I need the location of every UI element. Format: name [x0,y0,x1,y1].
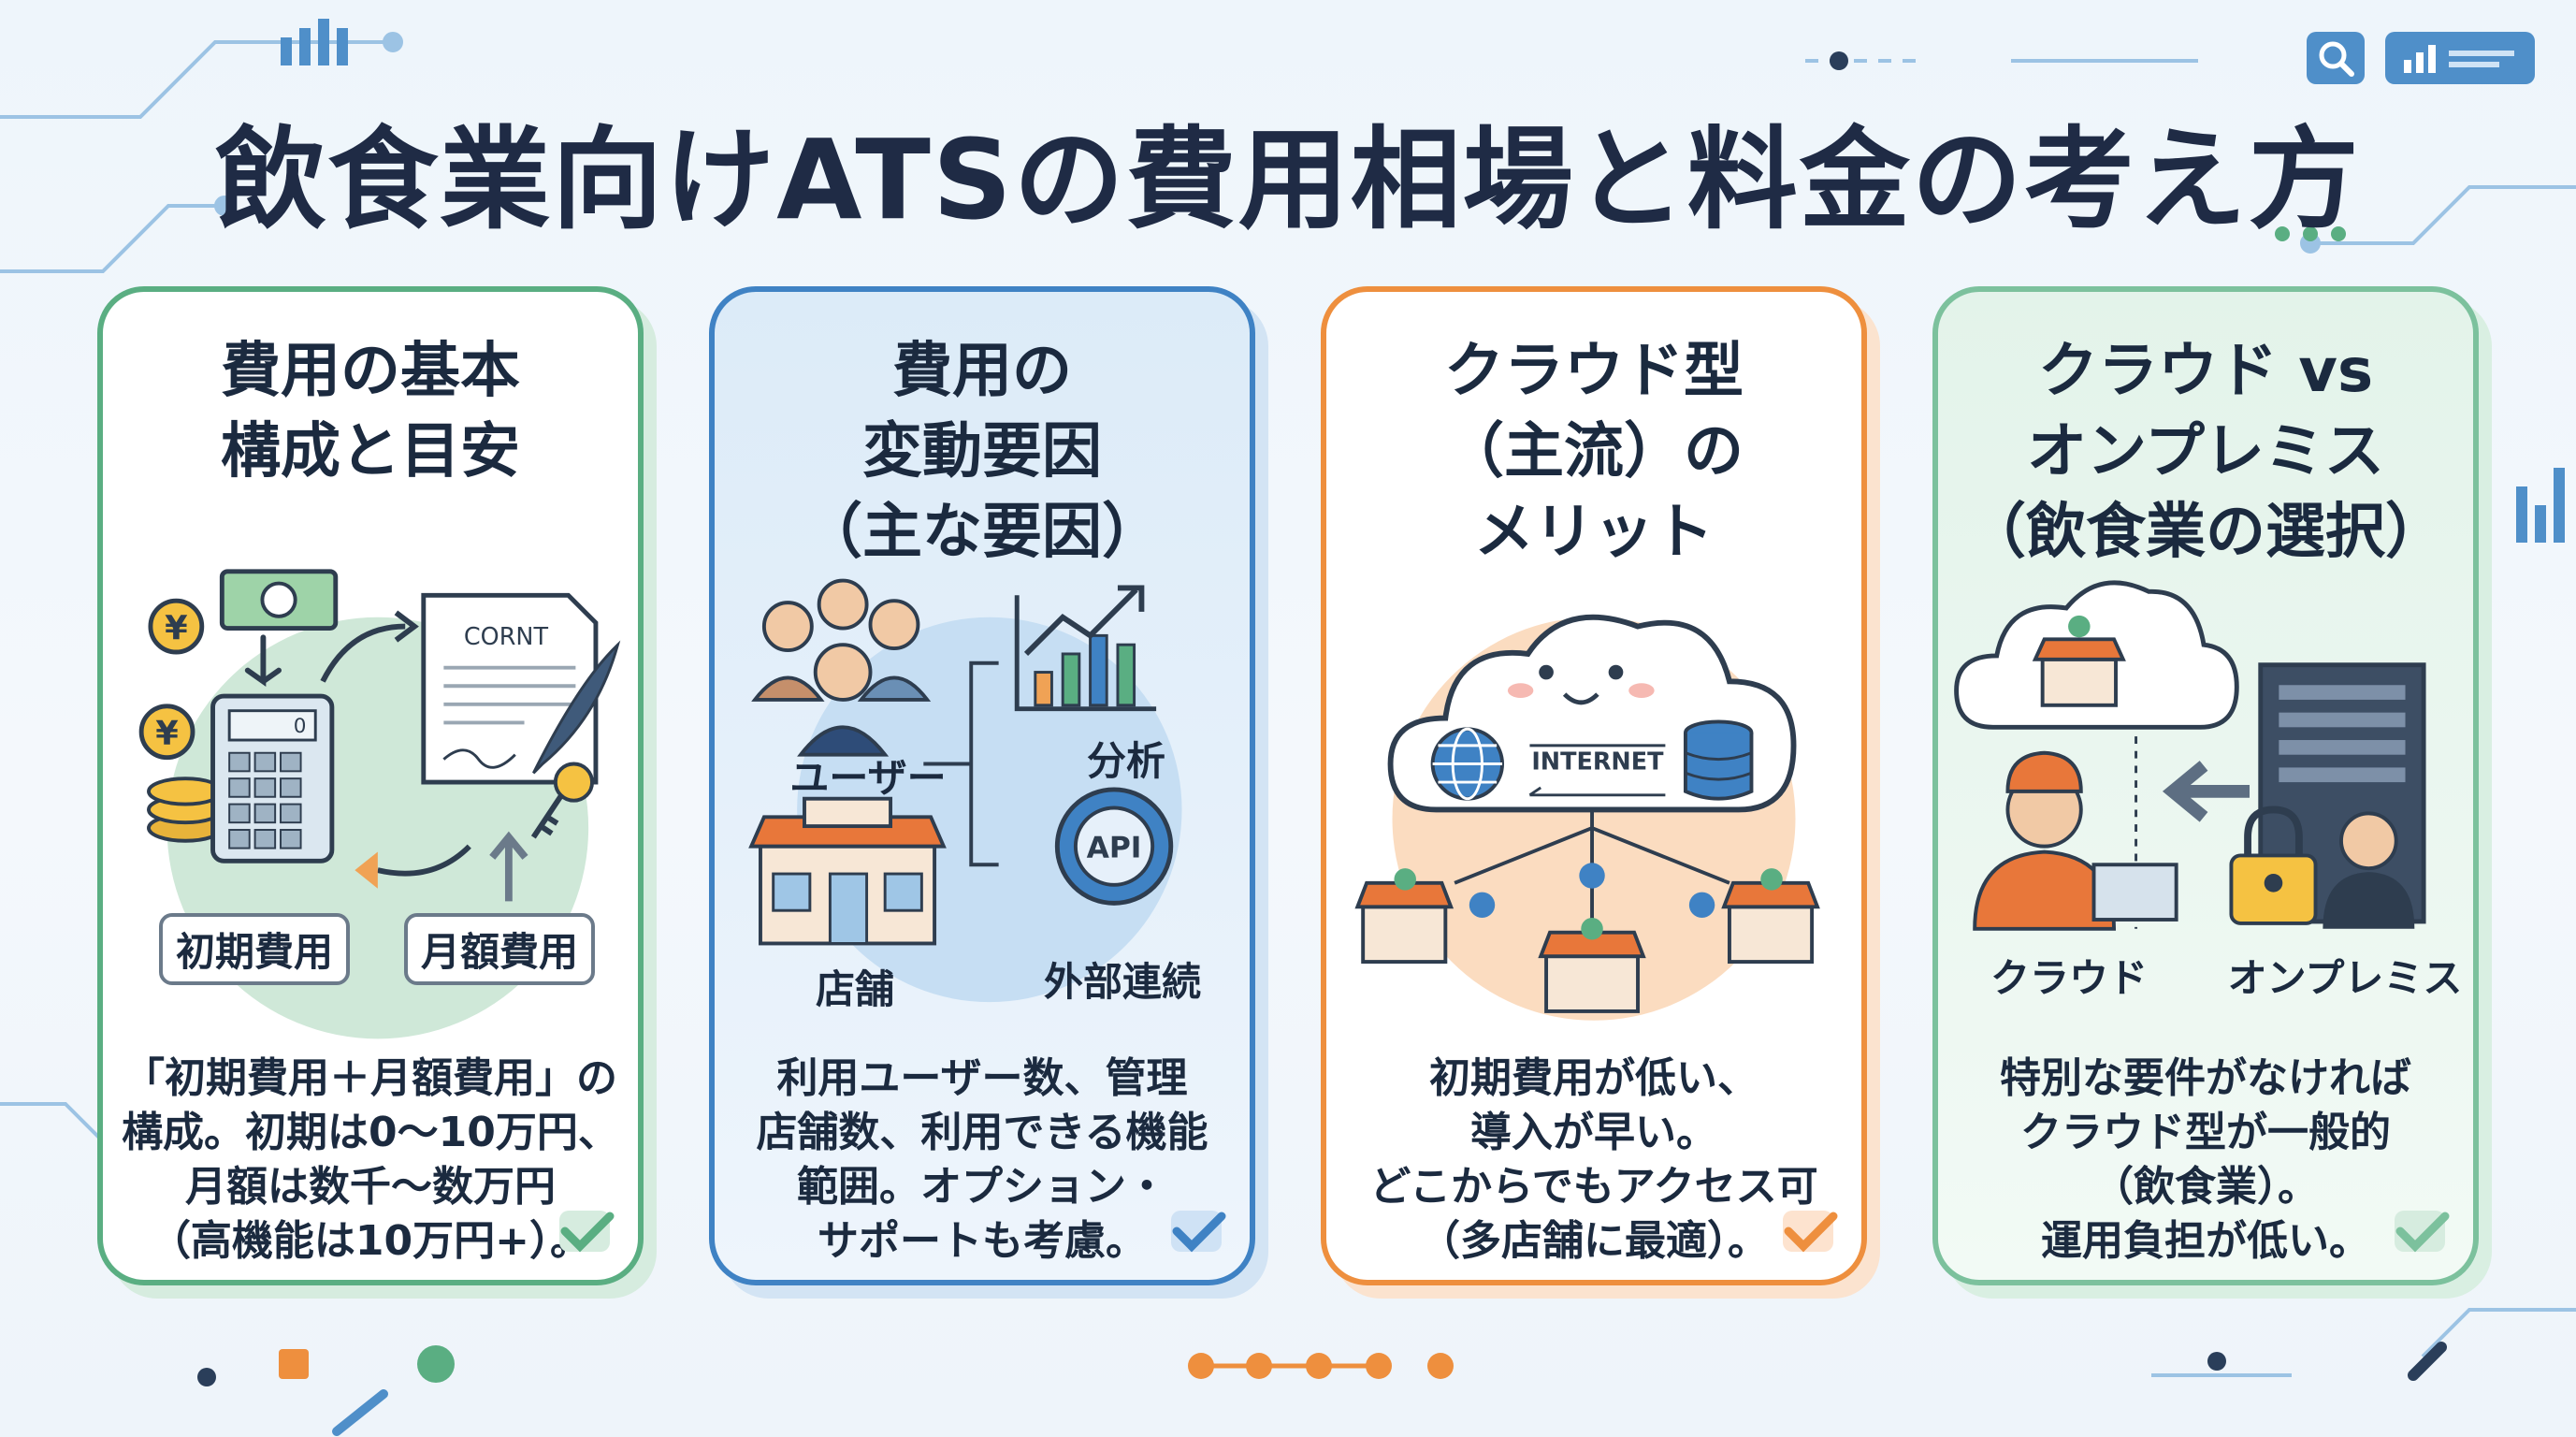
coin-icon: ¥ ¥ [138,598,224,843]
card-cloud-vs-onprem: クラウド vs オンプレミス （飲食業の選択） クラウド オンプレミス 特別な [1932,286,2479,1285]
banknote-icon [219,569,339,631]
card-title: クラウド vs オンプレミス （飲食業の選択） [1966,337,2445,567]
chef-person-icon [1973,750,2117,931]
key-icon [530,762,594,839]
card-cost-factors: 費用の 変動要因 （主な要因） [709,286,1255,1285]
card-body: 「初期費用＋月額費用」の 構成。初期は0〜10万円、 月額は数千〜数万円 （高機… [122,1054,619,1265]
store-icon [748,796,947,946]
check-icon [2395,1211,2450,1253]
label-stores: 店舗 [815,966,894,1012]
label-analytics: 分析 [1086,738,1165,784]
check-icon [1783,1211,1838,1253]
search-icon[interactable] [2307,32,2365,84]
card-cloud-benefits: クラウド型 （主流）の メリット INTERNET 初期費用が低い、 導入 [1321,286,1867,1285]
label-external: 外部連続 [1043,959,1201,1005]
card-title: 費用の 変動要因 （主な要因） [803,337,1162,567]
growth-chart-icon [1014,585,1157,712]
svg-text:¥: ¥ [165,609,188,647]
people-icon [751,578,932,757]
tag-monthly-cost: 月額費用 [404,913,596,985]
label-onpremise: オンプレミス [2227,955,2463,1001]
globe-icon [1430,727,1505,801]
document-label: CORNT [464,623,549,651]
check-icon [1171,1211,1226,1253]
document-icon: CORNT [421,592,599,785]
bar-chart-icon[interactable] [2385,32,2535,84]
cloud-icon [1954,580,2239,730]
card-body: 初期費用が低い、 導入が早い。 どこからでもアクセス可 （多店舗に最適）。 [1369,1054,1818,1265]
card-title: クラウド型 （主流）の メリット [1444,337,1744,567]
cloud-benefits-illustration: INTERNET [1354,614,1820,1021]
api-gear-icon: API [1054,787,1174,906]
quill-icon [532,640,621,775]
database-icon [1683,719,1754,801]
lock-icon [2229,806,2318,925]
svg-text:0: 0 [294,715,307,738]
cloud-vs-onprem-illustration [1954,580,2426,931]
internet-label: INTERNET [1531,748,1664,776]
label-users: ユーザー [789,755,947,801]
check-icon [559,1211,615,1253]
card-body: 利用ユーザー数、管理 店舗数、利用できる機能 範囲。オプション・ サポートも考慮… [756,1054,1208,1265]
page-title: 飲食業向けATSの費用相場と料金の考え方 [215,115,2361,244]
svg-text:¥: ¥ [155,715,179,753]
store-icon [1354,880,1820,1013]
card-title: 費用の基本 構成と目安 [221,337,520,486]
card-body: 特別な要件がなければ クラウド型が一般的 （飲食業）。 運用負担が低い。 [2000,1054,2411,1265]
card-cost-basics: 費用の基本 構成と目安 ¥ ¥ 0 [97,286,644,1285]
label-cloud: クラウド [1990,955,2148,1001]
cost-factors-illustration: API [748,578,1182,1003]
tag-initial-cost: 初期費用 [159,913,351,985]
api-label: API [1087,831,1142,864]
calculator-icon: 0 [210,693,335,864]
